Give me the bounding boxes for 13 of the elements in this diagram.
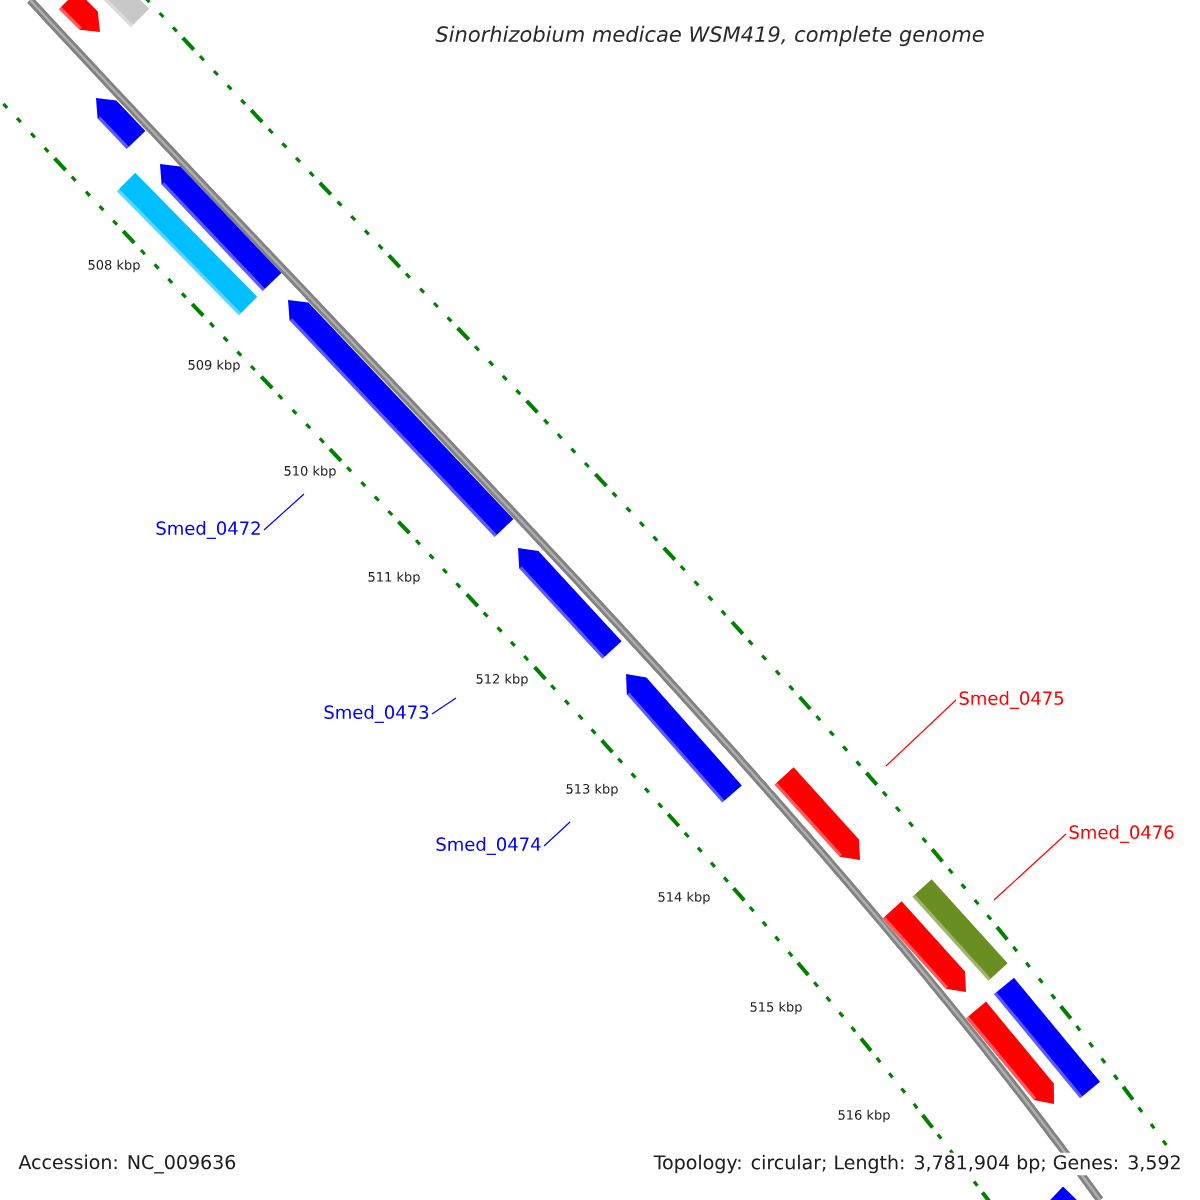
gene-label: Smed_0472 [156, 521, 260, 539]
leader-line [543, 821, 571, 847]
leader-line [993, 833, 1067, 901]
leader-line [263, 493, 305, 531]
gene-label: Smed_0473 [324, 705, 429, 723]
leader-line [885, 699, 957, 767]
gene-label: Smed_0476 [1069, 825, 1174, 843]
gene-label: Smed_0474 [436, 837, 541, 855]
genome-info-text: Topology: circular; Length: 3,781,904 bp; Genes: 3,592 [651, 1152, 1184, 1176]
accession-text: Accession: NC_009636 [16, 1152, 239, 1176]
leader-line [431, 697, 457, 715]
title: Sinorhizobium medicae WSM419, complete genome [435, 25, 984, 47]
gene-label: Smed_0475 [959, 691, 1064, 709]
